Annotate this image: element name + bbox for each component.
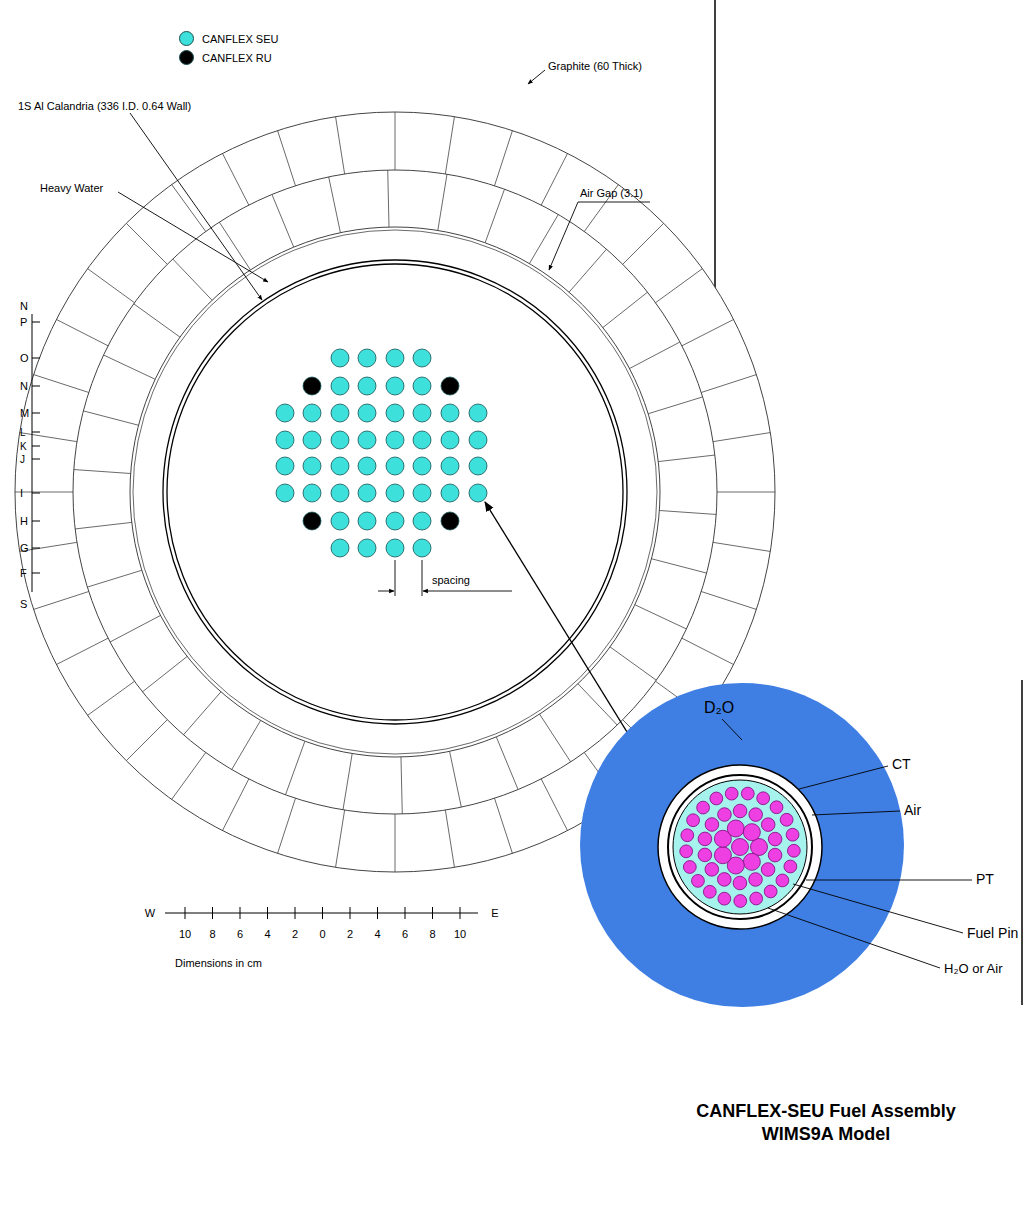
scale-number: 10 xyxy=(454,928,466,940)
part-label: 1S Al Calandria (336 I.D. 0.64 Wall) xyxy=(18,100,191,112)
row-letter: N xyxy=(20,380,28,392)
row-axis xyxy=(32,314,40,592)
compass-letter: S xyxy=(20,598,27,610)
legend-swatch xyxy=(179,31,194,46)
row-letter: L xyxy=(20,427,26,438)
calandria-wall xyxy=(167,264,623,720)
part-label: Graphite (60 Thick) xyxy=(548,60,642,72)
row-letter: H xyxy=(20,515,28,527)
pointer-arrow xyxy=(485,502,648,766)
row-letter: J xyxy=(20,454,25,465)
inset-label: D₂O xyxy=(704,699,734,717)
row-letter: F xyxy=(20,567,27,579)
row-letter: O xyxy=(20,352,29,364)
scale-number: 4 xyxy=(374,928,380,940)
inset-label: CT xyxy=(892,757,911,772)
spacing-dimension xyxy=(378,560,512,596)
dimension-label: Air Gap (3.1) xyxy=(580,187,643,199)
scale-bar xyxy=(165,907,478,919)
inset-label: Fuel Pin xyxy=(967,926,1018,941)
scale-number: 10 xyxy=(179,928,191,940)
legend-entry: CANFLEX SEU xyxy=(179,31,278,46)
inset-label: PT xyxy=(976,872,994,887)
row-letter: I xyxy=(20,487,23,499)
calandria-wall xyxy=(163,260,627,724)
frame-line xyxy=(1021,680,1023,1005)
legend-text: CANFLEX SEU xyxy=(202,33,278,45)
scale-number: 6 xyxy=(237,928,243,940)
compass-letter: W xyxy=(145,907,155,919)
dimension-label: spacing xyxy=(432,574,470,586)
scale-number: 8 xyxy=(209,928,215,940)
row-letter: M xyxy=(20,407,29,419)
scale-number: 2 xyxy=(347,928,353,940)
fuel-assembly-inset xyxy=(580,683,904,1007)
scale-number: 0 xyxy=(319,928,325,940)
scale-number: 8 xyxy=(429,928,435,940)
scale-number: 2 xyxy=(292,928,298,940)
legend-swatch xyxy=(179,50,194,65)
scale-number: 4 xyxy=(264,928,270,940)
compass-letter: E xyxy=(491,907,498,919)
scale-number: 6 xyxy=(402,928,408,940)
part-label: Heavy Water xyxy=(40,182,103,194)
air-gap-line xyxy=(133,230,657,754)
compass-letter: N xyxy=(20,300,28,312)
inset-leaders xyxy=(722,719,972,968)
leader-lines xyxy=(118,70,650,300)
legend-entry: CANFLEX RU xyxy=(179,50,272,65)
scale-note: Dimensions in cm xyxy=(175,957,262,969)
row-letter: K xyxy=(20,441,27,452)
row-letter: G xyxy=(20,542,29,554)
inset-label: H₂O or Air xyxy=(944,962,1003,976)
inset-label: Air xyxy=(904,803,921,818)
row-letter: P xyxy=(20,316,27,328)
figure-caption: CANFLEX-SEU Fuel Assembly WIMS9A Model xyxy=(676,1100,976,1145)
legend-text: CANFLEX RU xyxy=(202,52,272,64)
fuel-lattice xyxy=(276,349,487,557)
